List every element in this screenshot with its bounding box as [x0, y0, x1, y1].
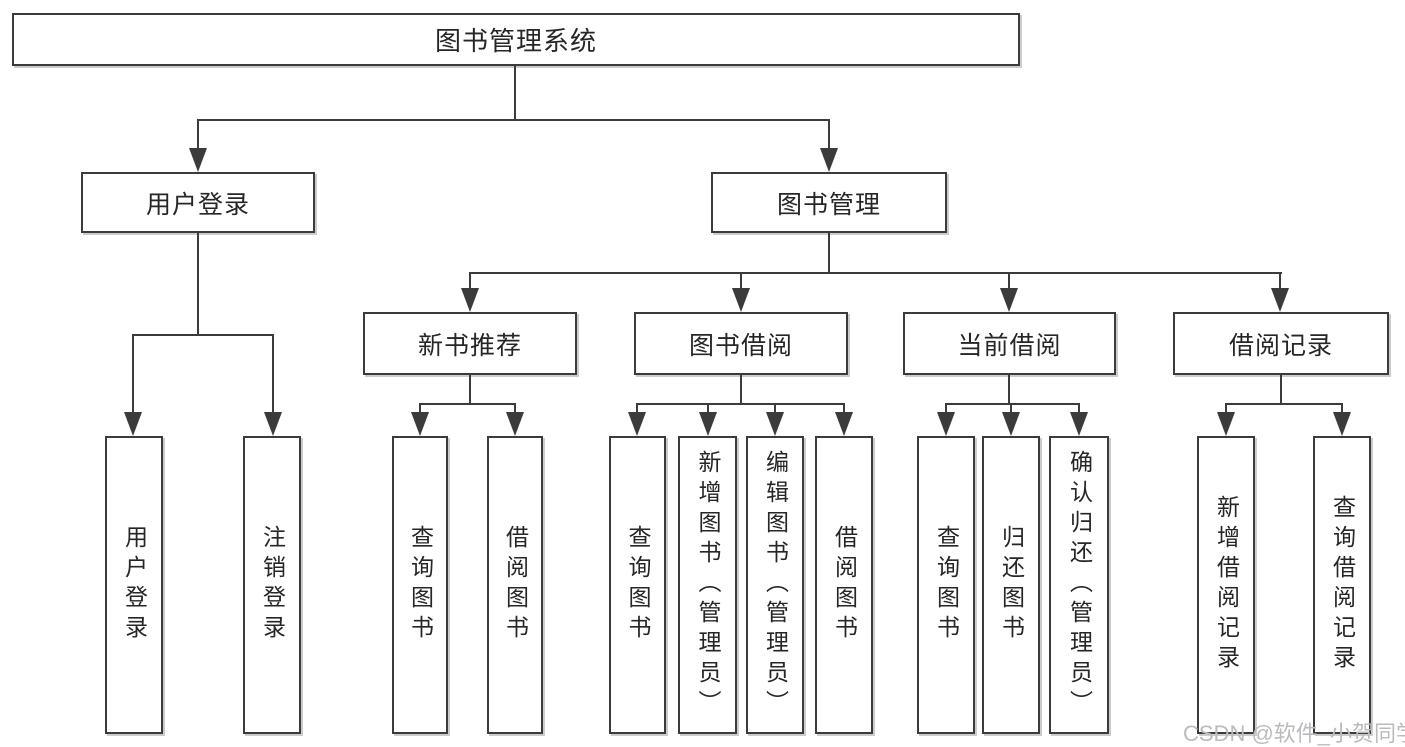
arrow-down-icon	[1000, 288, 1018, 312]
connector-vline	[636, 403, 638, 414]
arrow-down-icon	[766, 412, 784, 436]
connector-hline	[469, 272, 1282, 274]
connector-vline	[740, 375, 742, 405]
arrow-down-icon	[732, 288, 750, 312]
leaf-add-borrow-record: 新增借阅记录	[1197, 436, 1255, 734]
arrow-down-icon	[506, 412, 524, 436]
leaf-label: 借阅图书	[502, 525, 529, 645]
leaf-label: 新增借阅记录	[1213, 495, 1240, 675]
node-root-library-system: 图书管理系统	[12, 13, 1020, 66]
leaf-edit-book-admin: 编辑图书（管理员）	[746, 436, 804, 734]
node-current-borrow: 当前借阅	[903, 312, 1116, 375]
arrow-down-icon	[937, 412, 955, 436]
arrow-down-icon	[1271, 288, 1289, 312]
node-user-login: 用户登录	[81, 172, 315, 233]
connector-vline	[828, 119, 830, 150]
watermark: CSDN @软件_小贺同学	[1183, 721, 1405, 746]
connector-vline	[707, 403, 709, 414]
node-new-book-recommend: 新书推荐	[363, 312, 577, 375]
node-label: 新书推荐	[417, 331, 522, 360]
node-label: 图书管理	[776, 190, 881, 219]
leaf-logout: 注销登录	[243, 436, 301, 734]
arrow-down-icon	[411, 412, 429, 436]
leaf-label: 新增图书（管理员）	[695, 450, 721, 720]
connector-hline	[197, 119, 830, 121]
arrow-down-icon	[189, 148, 207, 172]
leaf-label: 查询图书	[407, 525, 434, 645]
leaf-query-books-current: 查询图书	[917, 436, 975, 734]
node-label: 当前借阅	[957, 331, 1062, 360]
connector-vline	[1008, 375, 1010, 405]
leaf-label: 注销登录	[259, 525, 286, 645]
connector-vline	[272, 334, 274, 414]
node-borrow-records: 借阅记录	[1173, 312, 1389, 375]
arrow-down-icon	[264, 412, 282, 436]
connector-vline	[132, 334, 134, 414]
leaf-borrow-books-borrow: 借阅图书	[815, 436, 873, 734]
connector-vline	[1280, 375, 1282, 405]
connector-vline	[1010, 403, 1012, 414]
leaf-label: 查询借阅记录	[1329, 495, 1356, 675]
connector-vline	[1078, 403, 1080, 414]
leaf-query-books-borrow: 查询图书	[609, 436, 666, 734]
leaf-query-borrow-record: 查询借阅记录	[1313, 436, 1371, 734]
arrow-down-icon	[1333, 412, 1351, 436]
node-label: 图书管理系统	[434, 26, 597, 56]
arrow-down-icon	[699, 412, 717, 436]
connector-vline	[419, 403, 421, 414]
leaf-confirm-return-admin: 确认归还（管理员）	[1049, 436, 1109, 734]
connector-vline	[514, 403, 516, 414]
connector-vline	[843, 403, 845, 414]
connector-vline	[514, 66, 516, 121]
connector-hline	[419, 403, 516, 405]
node-book-management: 图书管理	[711, 172, 947, 233]
node-book-borrow: 图书借阅	[634, 312, 848, 375]
leaf-add-book-admin: 新增图书（管理员）	[678, 436, 737, 734]
leaf-label: 查询图书	[625, 525, 651, 645]
leaf-borrow-books-recommend: 借阅图书	[487, 436, 543, 734]
connector-hline	[1225, 403, 1343, 405]
node-label: 借阅记录	[1228, 331, 1333, 360]
node-label: 图书借阅	[688, 331, 793, 360]
leaf-label: 借阅图书	[831, 525, 858, 645]
arrow-down-icon	[820, 148, 838, 172]
connector-vline	[1225, 403, 1227, 414]
leaf-query-books-recommend: 查询图书	[392, 436, 448, 734]
connector-vline	[197, 119, 199, 150]
arrow-down-icon	[1070, 412, 1088, 436]
connector-vline	[197, 233, 199, 336]
connector-hline	[945, 403, 1080, 405]
connector-vline	[740, 272, 742, 290]
connector-hline	[636, 403, 845, 405]
leaf-label: 查询图书	[933, 525, 960, 645]
node-label: 用户登录	[145, 190, 250, 219]
arrow-down-icon	[124, 412, 142, 436]
connector-vline	[1341, 403, 1343, 414]
connector-vline	[1279, 272, 1281, 290]
connector-vline	[469, 375, 471, 405]
leaf-label: 归还图书	[998, 525, 1025, 645]
arrow-down-icon	[835, 412, 853, 436]
arrow-down-icon	[628, 412, 646, 436]
leaf-label: 用户登录	[121, 525, 148, 645]
connector-vline	[774, 403, 776, 414]
leaf-user-login: 用户登录	[105, 436, 163, 734]
connector-vline	[469, 272, 471, 290]
arrow-down-icon	[1217, 412, 1235, 436]
connector-vline	[945, 403, 947, 414]
leaf-return-book: 归还图书	[982, 436, 1040, 734]
connector-vline	[828, 233, 830, 274]
arrow-down-icon	[1002, 412, 1020, 436]
connector-vline	[1008, 272, 1010, 290]
connector-hline	[132, 334, 274, 336]
leaf-label: 确认归还（管理员）	[1066, 450, 1093, 720]
leaf-label: 编辑图书（管理员）	[762, 450, 789, 720]
arrow-down-icon	[461, 288, 479, 312]
